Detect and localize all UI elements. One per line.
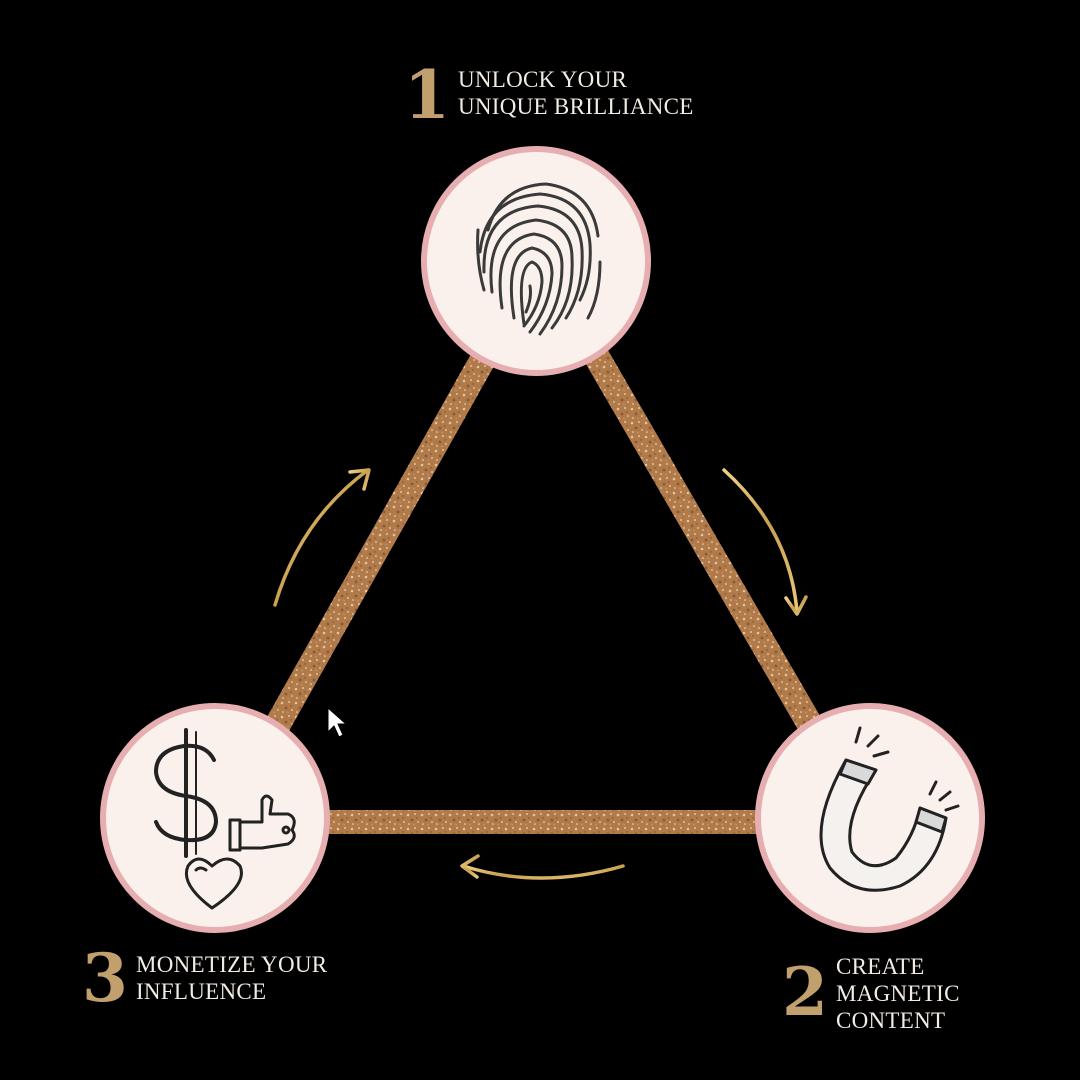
heart-icon: [185, 857, 243, 910]
step-2-number: 2: [782, 953, 828, 1031]
step-1-line-1: UNLOCK YOUR: [457, 67, 628, 92]
step-2-circle: [755, 703, 985, 933]
flow-arrows: [273, 468, 808, 880]
step-3-text: MONETIZE YOUR INFLUENCE: [136, 951, 328, 1005]
step-1-circle: [421, 146, 651, 376]
step-1-line-2: UNIQUE BRILLIANCE: [457, 94, 694, 119]
step-2-label: 2 CREATE MAGNETIC CONTENT: [782, 953, 960, 1034]
thumbs-up-icon: [228, 794, 296, 852]
arrow-bottom-icon: [460, 854, 625, 880]
arrow-left-icon: [273, 468, 371, 607]
edge-1-to-2: [582, 345, 824, 735]
step-2-line-1: CREATE: [835, 954, 925, 979]
step-2-text: CREATE MAGNETIC CONTENT: [836, 953, 960, 1034]
step-1-text: UNLOCK YOUR UNIQUE BRILLIANCE: [458, 66, 694, 120]
dollar-sign-icon: [154, 728, 218, 858]
step-3-line-1: MONETIZE YOUR: [135, 952, 328, 977]
money-like-heart-icon: [154, 728, 296, 910]
fingerprint-icon: [476, 182, 602, 336]
step-2-line-3: CONTENT: [835, 1008, 946, 1033]
magnet-icon: [819, 726, 960, 892]
step-2-line-2: MAGNETIC: [835, 981, 960, 1006]
step-3-label: 3 MONETIZE YOUR INFLUENCE: [82, 945, 328, 1011]
arrow-right-icon: [722, 468, 808, 616]
edge-3-to-1: [266, 345, 499, 731]
step-3-circle: [100, 703, 330, 933]
cursor-icon: [327, 706, 348, 738]
step-1-number: 1: [404, 56, 450, 134]
step-3-line-2: INFLUENCE: [135, 979, 267, 1004]
step-3-number: 3: [82, 939, 128, 1017]
triangle-frame: [266, 345, 824, 834]
step-1-label: 1 UNLOCK YOUR UNIQUE BRILLIANCE: [404, 62, 694, 128]
